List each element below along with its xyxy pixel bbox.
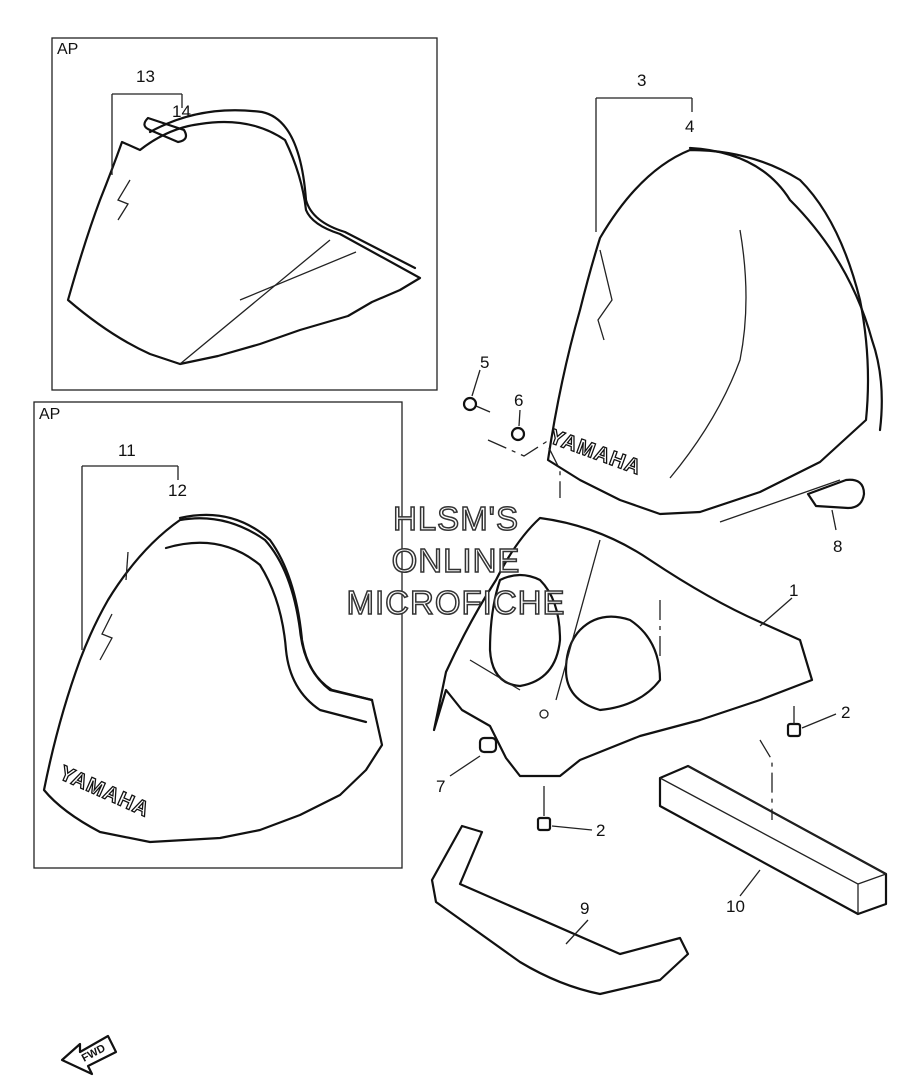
callout-1-leader [759,597,793,627]
seal-strip-9 [430,824,690,996]
clip-8 [806,478,866,531]
callout-10: 10 [726,897,745,916]
forward-direction-arrow: FWD [60,1034,118,1076]
watermark: HLSM'S ONLINE MICROFICHE [346,499,566,622]
panel-top-label: AP [57,41,78,58]
brand-logo-bottom: YAMAHA [56,762,153,822]
callout-13: 13 [136,67,155,86]
panel-frame-top [51,37,438,391]
callout-7: 7 [436,777,445,796]
windshield-11 [42,513,384,844]
brand-logo-main: YAMAHA [546,425,644,480]
callout-12: 12 [168,481,187,500]
windshield-3 [546,146,883,523]
cowling-1 [432,516,814,820]
callout-6: 6 [514,391,523,410]
callout-11: 11 [118,441,136,460]
foam-block-10 [658,764,888,916]
panel-bottom-label: AP [39,406,60,423]
bolt-5 [462,369,491,413]
watermark-line-3: MICROFICHE [347,584,566,621]
watermark-line-1: HLSM'S [393,500,519,537]
callout-5: 5 [480,353,489,372]
callout-4: 4 [685,117,694,136]
bolt-2-lower [536,786,593,832]
panel-frame-bottom [33,401,403,869]
grommet-7 [449,736,498,777]
callout-9: 9 [580,899,589,918]
callout-2-lower: 2 [596,821,605,840]
callout-2-right: 2 [841,703,850,722]
alt-part-panel-bottom: AP YAMAHA 11 12 [33,401,403,869]
callout-3-bracket [595,97,693,232]
trim-14 [143,116,188,144]
callout-1: 1 [789,581,798,600]
callout-14: 14 [172,102,191,121]
callout-3: 3 [637,71,646,90]
bolt-leader-line [487,439,561,498]
windshield-13 [66,109,422,366]
callout-8: 8 [833,537,842,556]
washer-6 [510,409,526,442]
watermark-line-2: ONLINE [392,542,521,579]
callout-11-bracket [81,465,179,650]
bolt-2-right [786,706,837,738]
callout-13-bracket [111,93,183,175]
arrow-icon [60,1034,118,1076]
alt-part-panel-top: AP 13 14 [51,37,438,391]
